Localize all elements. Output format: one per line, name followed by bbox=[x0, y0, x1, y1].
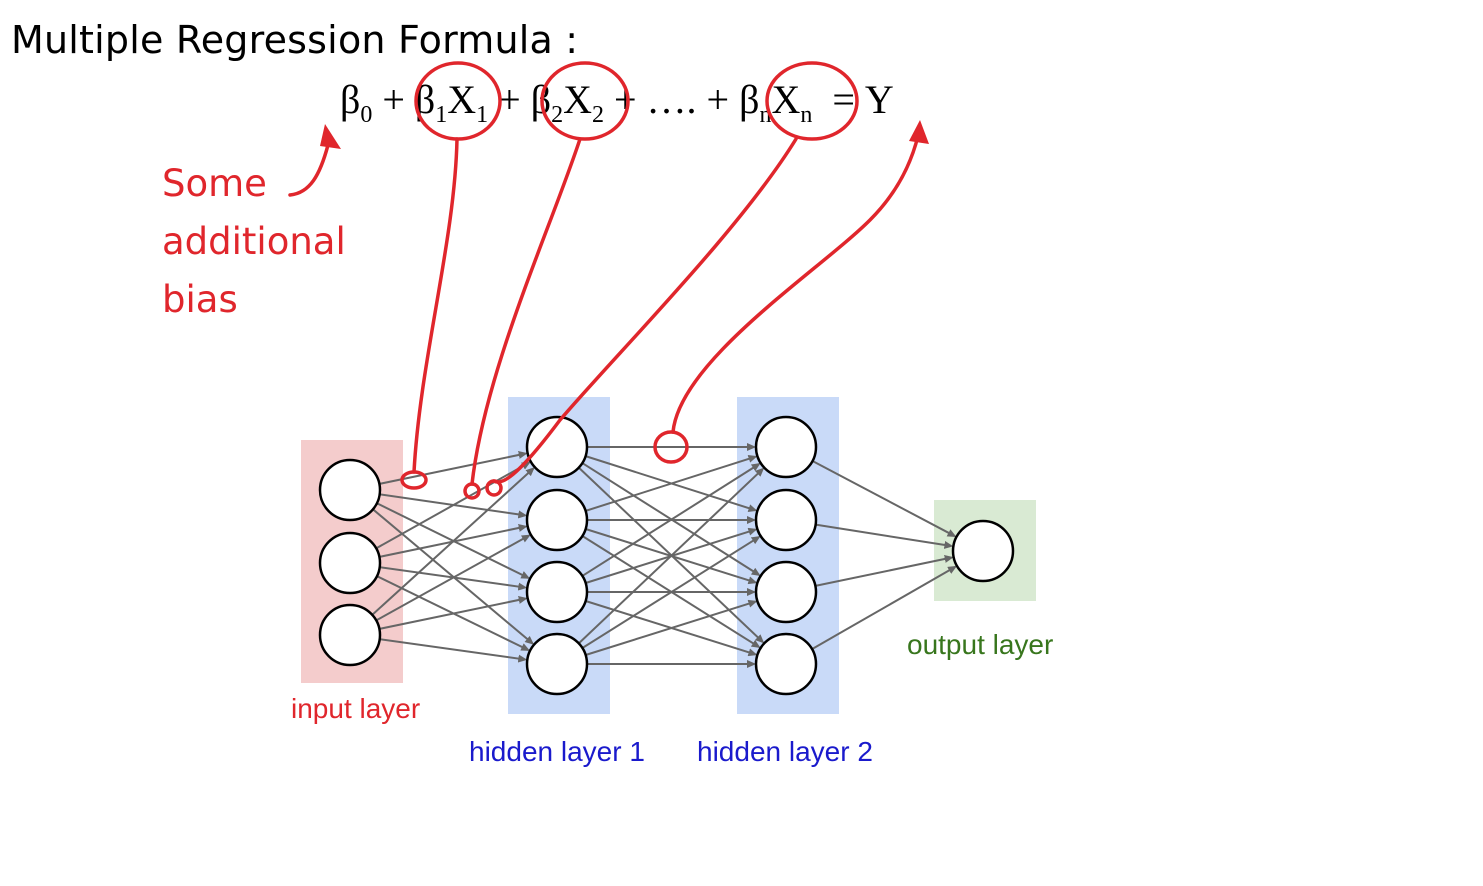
circle-term-1 bbox=[414, 61, 502, 141]
edge-input-2-to-hidden1-1 bbox=[375, 463, 529, 550]
equals-sign: = bbox=[832, 77, 855, 122]
weight-marker-1 bbox=[400, 470, 428, 490]
hidden1-node-3 bbox=[525, 560, 589, 624]
edge-hidden1-4-to-hidden2-1 bbox=[578, 469, 763, 645]
edge-input-1-to-hidden1-4 bbox=[372, 508, 533, 643]
input-layer-label: input layer bbox=[291, 693, 421, 724]
hidden1-node-2 bbox=[525, 488, 589, 552]
connector-bias bbox=[288, 143, 330, 197]
edge-input-3-to-hidden1-4 bbox=[379, 638, 526, 659]
arrowhead-bias bbox=[320, 124, 341, 149]
input-node-2 bbox=[318, 531, 382, 595]
hidden2-node-1 bbox=[754, 415, 818, 479]
edge-hidden2-1-to-output-1 bbox=[812, 460, 955, 536]
weight-marker-3 bbox=[653, 430, 689, 464]
edge-hidden1-4-to-hidden2-2 bbox=[581, 537, 759, 649]
hidden2-node-3 bbox=[754, 560, 818, 624]
output-layer-label: output layer bbox=[907, 629, 1054, 660]
diagram-title: Multiple Regression Formula : bbox=[11, 18, 579, 62]
edge-hidden2-2-to-output-1 bbox=[815, 523, 952, 546]
term-betan-xn: βnXn bbox=[739, 77, 813, 128]
ellipsis: …. bbox=[646, 77, 697, 122]
circle-term-2 bbox=[540, 61, 630, 141]
bias-annotation: Some additional bias bbox=[162, 162, 346, 321]
connector-term-1 bbox=[412, 137, 459, 474]
input-node-3 bbox=[318, 603, 382, 667]
edge-input-3-to-hidden1-3 bbox=[379, 599, 525, 630]
circle-term-n bbox=[765, 61, 859, 141]
hidden2-node-4 bbox=[754, 632, 818, 696]
connector-output-y bbox=[671, 134, 920, 434]
red-annotations bbox=[288, 61, 920, 500]
edge-hidden2-4-to-output-1 bbox=[811, 567, 955, 650]
plus-sign: + bbox=[498, 77, 521, 122]
regression-formula: β0+β1X1+β2X2+….+βnXn=Y bbox=[340, 76, 894, 128]
hidden1-node-1 bbox=[525, 415, 589, 479]
arrowhead-y bbox=[909, 120, 929, 144]
hidden-layer-1-label: hidden layer 1 bbox=[469, 736, 645, 767]
edge-hidden2-3-to-output-1 bbox=[815, 558, 951, 587]
network-edges bbox=[371, 447, 955, 664]
hidden2-node-2 bbox=[754, 488, 818, 552]
beta-0: β0 bbox=[340, 77, 373, 128]
hidden1-node-4 bbox=[525, 632, 589, 696]
term-beta2-x2: β2X2 bbox=[530, 77, 604, 128]
output-y: Y bbox=[864, 77, 894, 122]
edge-input-3-to-hidden1-1 bbox=[371, 469, 533, 616]
edge-hidden1-3-to-hidden2-1 bbox=[581, 464, 759, 577]
plus-sign: + bbox=[613, 77, 637, 122]
edge-hidden1-4-to-hidden2-3 bbox=[585, 602, 756, 656]
hidden-layer-2-label: hidden layer 2 bbox=[697, 736, 873, 767]
edge-input-3-to-hidden1-2 bbox=[375, 536, 529, 622]
input-node-1 bbox=[318, 458, 382, 522]
connector-term-n bbox=[492, 137, 798, 484]
network-nodes bbox=[318, 415, 1015, 696]
connector-term-2 bbox=[470, 137, 582, 486]
output-node-1 bbox=[951, 519, 1015, 583]
plus-sign: + bbox=[382, 77, 405, 122]
edge-hidden1-2-to-hidden2-1 bbox=[585, 457, 756, 512]
plus-sign: + bbox=[706, 77, 730, 122]
